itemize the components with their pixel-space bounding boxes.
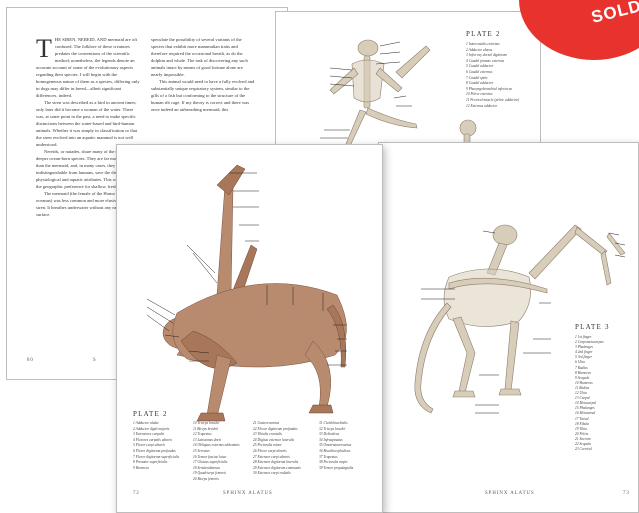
text-column-2: speculate the possibility of several var… <box>151 36 255 113</box>
folio-letter: S <box>93 358 97 363</box>
ribcage <box>352 60 384 102</box>
legend-item: 23 Cervical <box>575 447 637 452</box>
legend-column: 31 Cleidobrachialis 32 Triceps brachii 3… <box>319 421 377 471</box>
running-head: SPHINX ALATUS <box>485 491 535 496</box>
legend-item: 12 Externus adductor <box>466 104 538 110</box>
front-leg <box>505 321 519 391</box>
legend-column: 10 Triceps brachii 11 Biceps brachii 12 … <box>193 421 251 483</box>
leg <box>346 110 366 146</box>
left-plate-page: PLATE 2 1 Adductor alulae 2 Adductor dig… <box>116 144 383 513</box>
wing <box>396 46 430 78</box>
drop-cap: T <box>36 38 52 60</box>
folio-number: 80 <box>27 358 34 363</box>
front-paw <box>499 389 521 395</box>
sold-badge-label: SOLD <box>589 0 639 28</box>
plate-title: PLATE 3 <box>575 323 610 331</box>
top-plate-page: PLATE 2 1 Intercostalis externus 2 Adduc… <box>275 11 541 154</box>
plate-legend: 1 Intercostalis externus 2 Adductor alae… <box>466 42 538 109</box>
plate-title: PLATE 2 <box>133 410 168 418</box>
wing-humerus <box>529 225 581 279</box>
legend-column: 1 Adductor alulae 2 Adductor digiti majo… <box>133 421 191 471</box>
folio-number: 73 <box>623 491 630 496</box>
skull <box>358 40 378 56</box>
small-skull <box>460 120 476 136</box>
wing-ulna <box>575 227 607 255</box>
wing-tip <box>607 233 625 255</box>
paragraph: The siren was described as a bird in anc… <box>36 99 140 148</box>
tail <box>366 108 417 128</box>
wing-lower <box>217 165 245 195</box>
hind-paw <box>453 391 475 397</box>
plate-legend: 1 1st finger 2 Carpometacarpus 3 Phalang… <box>575 335 637 452</box>
legend-item: 39 Tensor propatagialis <box>319 466 377 472</box>
legend-item: 9 Humerus <box>133 466 191 472</box>
running-head: SPHINX ALATUS <box>223 491 273 496</box>
hind-leg <box>453 317 475 393</box>
wing-finger <box>601 251 611 285</box>
paragraph: speculate the possibility of several var… <box>151 36 255 78</box>
paragraph: This animal would need to have a fully e… <box>151 78 255 113</box>
plate-title: PLATE 2 <box>466 30 501 38</box>
skull <box>493 225 517 245</box>
hind-paw <box>309 405 333 413</box>
legend-item: 30 Extensor carpi radialis <box>253 471 315 477</box>
tail <box>415 303 451 413</box>
front-paw <box>197 413 225 421</box>
legend-item: 20 Biceps femoris <box>193 477 251 483</box>
folio-number: 72 <box>133 491 140 496</box>
right-plate-page: PLATE 3 1 1st finger 2 Carpometacarpus 3… <box>378 142 639 513</box>
legend-column: 21 Gastrocnemius 22 Flexor digitorum pro… <box>253 421 315 477</box>
